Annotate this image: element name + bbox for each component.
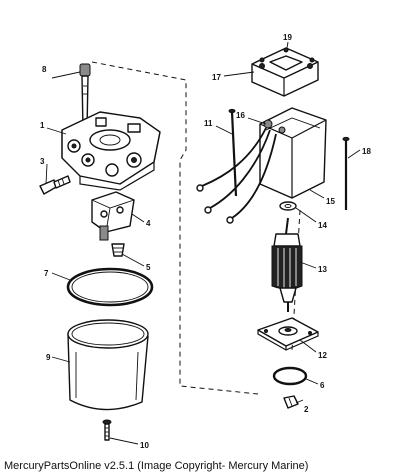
part-6-o-ring[interactable] xyxy=(272,366,308,386)
callout-9: 9 xyxy=(46,353,51,362)
part-10-bolt[interactable] xyxy=(102,419,112,441)
part-9-reservoir[interactable] xyxy=(67,319,149,411)
part-16-wire-harness[interactable] xyxy=(196,119,286,224)
callout-17: 17 xyxy=(212,73,221,82)
part-5-filter[interactable] xyxy=(111,243,125,257)
part-19-cap-screws[interactable] xyxy=(259,47,315,63)
callout-18: 18 xyxy=(362,147,371,156)
callout-labels: 1 2 3 4 5 6 7 8 9 10 11 12 13 14 15 16 1… xyxy=(40,33,371,450)
part-8-dipstick[interactable] xyxy=(79,63,91,131)
callout-6: 6 xyxy=(320,381,325,390)
part-7-o-ring[interactable] xyxy=(66,267,154,307)
image-caption: MercuryPartsOnline v2.5.1 (Image Copyrig… xyxy=(4,460,309,472)
callout-12: 12 xyxy=(318,351,327,360)
callout-14: 14 xyxy=(318,221,327,230)
callout-19: 19 xyxy=(283,33,292,42)
part-14-washer[interactable] xyxy=(279,201,297,211)
assembly-guide-lines xyxy=(91,61,301,395)
part-12-end-plate[interactable] xyxy=(257,317,319,351)
callout-leaders xyxy=(45,41,361,445)
part-13-armature[interactable] xyxy=(271,217,303,312)
callout-15: 15 xyxy=(326,197,335,206)
callout-11: 11 xyxy=(204,119,213,128)
callout-5: 5 xyxy=(146,263,151,272)
callout-8: 8 xyxy=(42,65,47,74)
part-2-coupler[interactable] xyxy=(283,395,299,409)
callout-16: 16 xyxy=(236,111,245,120)
callout-1: 1 xyxy=(40,121,45,130)
callout-13: 13 xyxy=(318,265,327,274)
part-1-pump-body[interactable] xyxy=(61,111,161,191)
callout-4: 4 xyxy=(146,219,151,228)
callout-3: 3 xyxy=(40,157,45,166)
part-3-fitting[interactable] xyxy=(39,175,71,195)
part-17-end-cap[interactable] xyxy=(251,47,319,97)
part-18-through-bolt[interactable] xyxy=(342,136,350,210)
callout-2: 2 xyxy=(304,405,309,414)
callout-7: 7 xyxy=(44,269,49,278)
part-4-valve-block[interactable] xyxy=(91,191,135,241)
part-11-through-bolt[interactable] xyxy=(228,108,238,197)
callout-10: 10 xyxy=(140,441,149,450)
